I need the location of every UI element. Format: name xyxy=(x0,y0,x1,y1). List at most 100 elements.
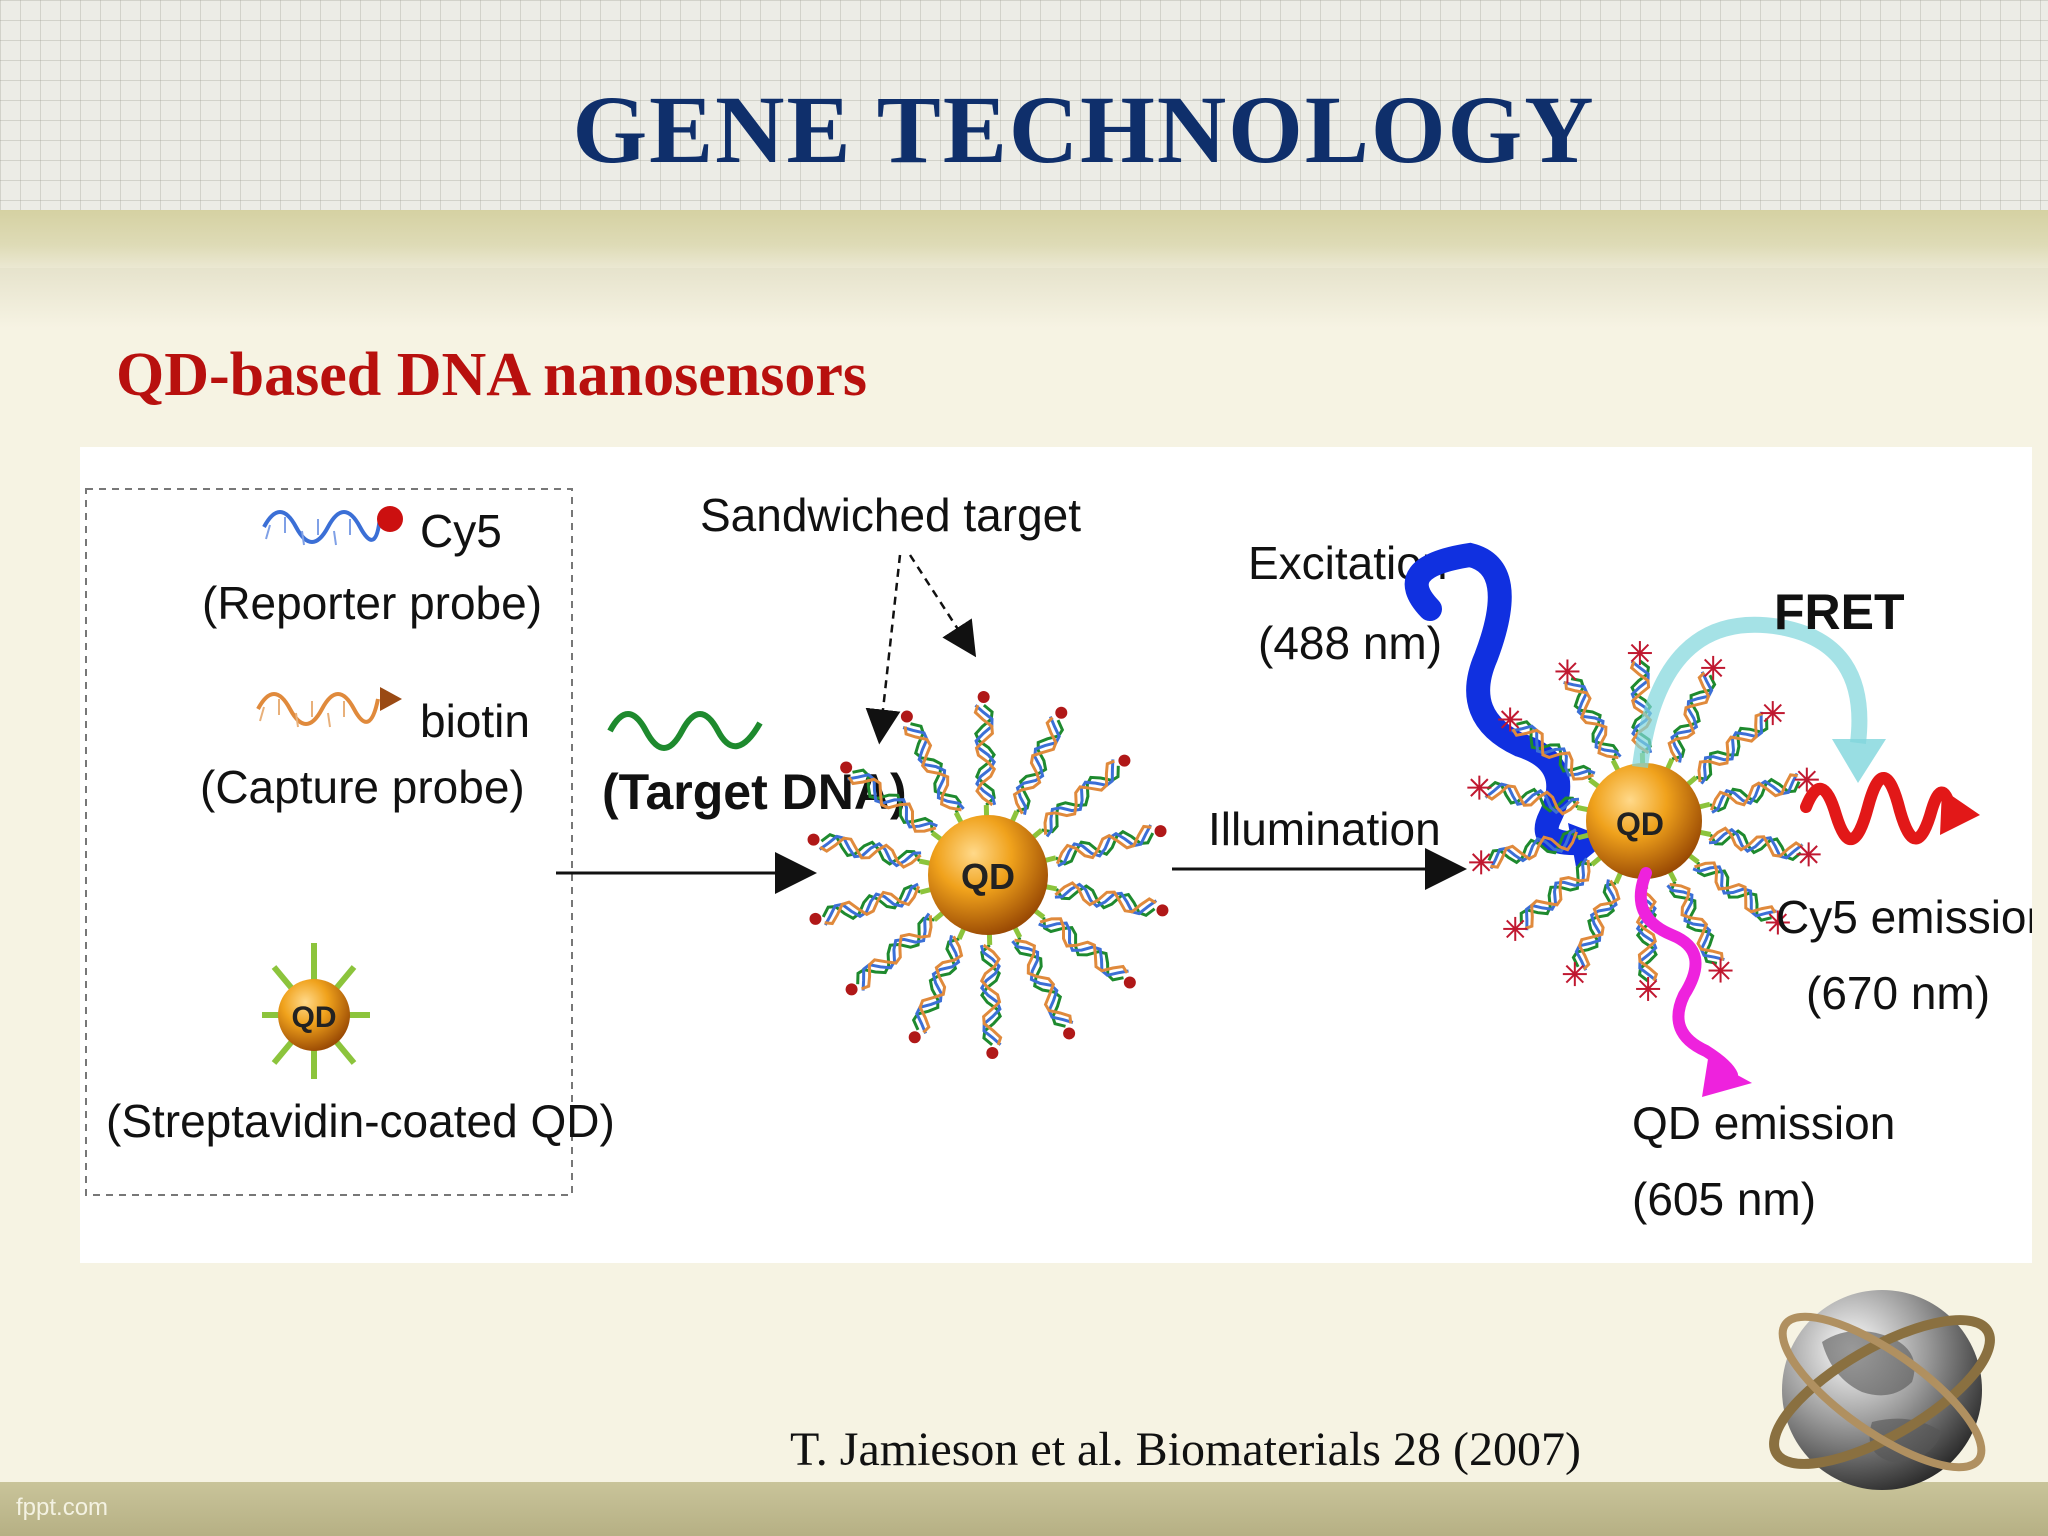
dna-strand xyxy=(1485,784,1580,816)
cy5-burst-ray xyxy=(1638,979,1649,990)
dna-strand xyxy=(1669,882,1724,961)
footer-bar xyxy=(0,1482,2048,1536)
dna-strand xyxy=(1043,759,1115,835)
qd-emission-wave-icon xyxy=(1634,867,1738,1081)
dna-strand xyxy=(1666,884,1725,962)
qd-emission-arrowhead xyxy=(1702,1059,1752,1097)
dna-strand xyxy=(1041,765,1120,834)
dna-strand xyxy=(1484,782,1580,815)
cy5-burst-ray xyxy=(1509,718,1520,729)
dna-strand xyxy=(1635,887,1659,982)
reporter-tag-label: Cy5 xyxy=(420,505,502,557)
dna-strand xyxy=(824,885,921,926)
dna-strand xyxy=(902,726,965,810)
cy5-dye-dot xyxy=(1063,1027,1076,1040)
cy5-burst-ray xyxy=(1471,853,1482,864)
dna-strand xyxy=(1692,865,1777,918)
dna-strand xyxy=(856,916,935,985)
dna-strand xyxy=(1014,938,1073,1024)
cy5-burst-ray xyxy=(1566,670,1577,681)
cy5-dye-dot xyxy=(807,833,820,846)
target-dna-icon xyxy=(607,711,763,751)
capture-name-label: (Capture probe) xyxy=(200,761,525,813)
capture-tag-label: biotin xyxy=(420,695,530,747)
cy5-emission-wave-icon xyxy=(1800,772,1956,845)
dna-strand xyxy=(915,935,961,1034)
reporter-probe-ticks xyxy=(265,517,351,546)
cy5-burst-ray xyxy=(1500,718,1511,729)
header-shadow xyxy=(0,268,2048,328)
cy5-burst-ray xyxy=(1630,643,1641,654)
cy5-burst-ray xyxy=(1480,861,1491,872)
cy5-burst-ray xyxy=(1719,961,1730,972)
dna-strand xyxy=(973,704,997,807)
cy5-dye-icon xyxy=(377,506,403,532)
right-qd-dna-arms xyxy=(1467,641,1821,1001)
dna-strand xyxy=(1490,831,1579,869)
dna-strand xyxy=(847,776,937,833)
dna-strand xyxy=(1487,829,1579,865)
cy5-burst-ray xyxy=(1797,770,1808,781)
cy5-dye-dot xyxy=(1123,976,1136,989)
cy5-dye-dot xyxy=(986,1046,999,1059)
header-grid-background xyxy=(0,0,2048,210)
dna-strand xyxy=(918,935,964,1034)
diagram-canvas: Cy5 (Reporter probe) biotin (Capture pro… xyxy=(85,488,2032,1225)
fret-label: FRET xyxy=(1774,584,1905,640)
cy5-burst-ray xyxy=(1763,712,1774,723)
cy5-dye-dot xyxy=(1118,754,1131,767)
streptavidin-qd-icon xyxy=(262,943,370,1079)
cy5-burst-ray xyxy=(1799,845,1810,856)
cy5-dye-dot xyxy=(1154,825,1167,838)
cy5-dye-dot xyxy=(1156,904,1169,917)
cy5-burst-ray xyxy=(1638,988,1649,999)
dna-strand xyxy=(979,944,1002,1046)
cy5-burst-ray xyxy=(1777,921,1788,932)
dna-strand xyxy=(1524,859,1591,930)
dna-strand xyxy=(903,726,962,812)
cy5-dye-dot xyxy=(840,761,853,774)
cy5-burst-ray xyxy=(1711,961,1722,972)
cy5-burst-ray xyxy=(1712,658,1723,669)
cy5-burst-ray xyxy=(1558,670,1569,681)
dna-strand xyxy=(1038,921,1129,977)
cy5-burst-ray xyxy=(1514,928,1525,939)
dna-strand xyxy=(1016,719,1065,813)
cy5-burst-ray xyxy=(1500,710,1511,721)
dna-strand xyxy=(1045,759,1115,838)
cy5-dye-dot xyxy=(809,912,822,925)
excitation-nm-label: (488 nm) xyxy=(1258,617,1442,669)
slide-subtitle: QD-based DNA nanosensors xyxy=(116,341,868,409)
slide-title: GENE TECHNOLOGY xyxy=(572,76,1596,183)
sandwich-pointer-2 xyxy=(908,554,977,658)
cy5-nm-label: (670 nm) xyxy=(1806,967,1990,1019)
cy5-burst-ray xyxy=(1574,964,1585,975)
reporter-name-label: (Reporter probe) xyxy=(202,577,542,629)
dna-strand xyxy=(823,882,919,926)
cy5-burst-ray xyxy=(1772,712,1782,723)
cy5-burst-ray xyxy=(1471,861,1482,872)
dna-strand xyxy=(821,884,922,921)
dna-strand xyxy=(1524,857,1588,931)
cy5-burst-ray xyxy=(1565,964,1576,975)
excitation-wave-icon xyxy=(1404,542,1592,856)
sandwich-pointer-1 xyxy=(865,554,902,745)
cy5-burst-ray xyxy=(1514,919,1525,930)
cy5-burst-ray xyxy=(1470,786,1481,797)
dna-strand xyxy=(1055,884,1156,917)
cy5-burst-ray xyxy=(1558,662,1569,673)
fret-arc-icon xyxy=(1632,616,1868,768)
qd-emission-label: QD emission xyxy=(1632,1097,1895,1149)
dna-strand xyxy=(1629,660,1653,755)
cy5-burst-ray xyxy=(1478,778,1489,789)
cy5-burst-ray xyxy=(1480,853,1491,864)
dna-strand xyxy=(1667,671,1711,763)
dna-strand xyxy=(1011,940,1074,1024)
cy5-dye-dot xyxy=(1055,706,1068,719)
cy5-burst-ray xyxy=(1703,658,1714,669)
dna-strand xyxy=(1042,917,1124,982)
dna-strand xyxy=(1511,728,1594,781)
cy5-dye-dot xyxy=(908,1031,921,1044)
dna-strand xyxy=(1709,829,1802,862)
cy5-burst-ray xyxy=(1566,662,1577,673)
